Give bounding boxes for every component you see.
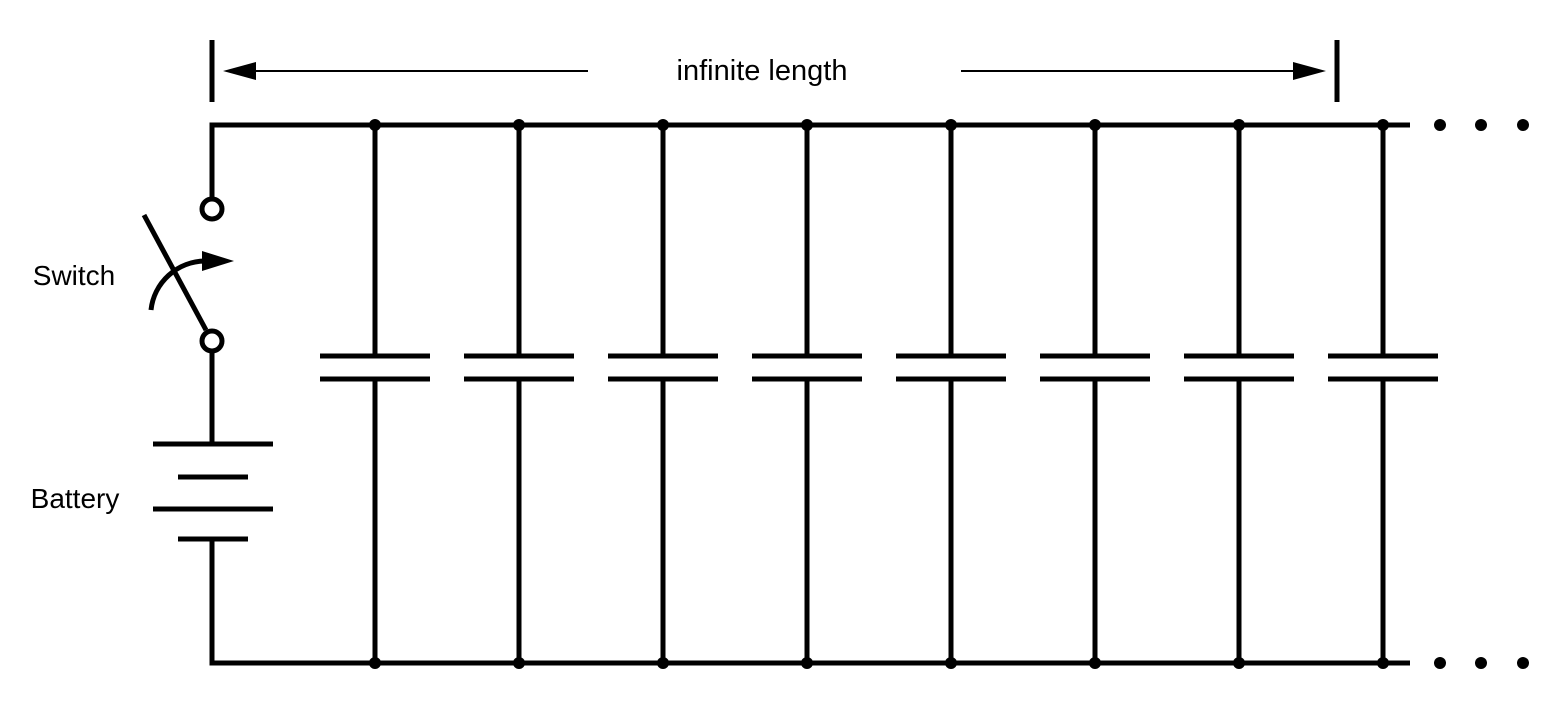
capacitor (608, 119, 718, 669)
capacitor (1040, 119, 1150, 669)
bottom-rail (209, 540, 1410, 666)
capacitor (896, 119, 1006, 669)
junction-dot (801, 119, 813, 131)
junction-dot (657, 657, 669, 669)
switch-top-terminal (199, 196, 225, 222)
battery-label: Battery (31, 483, 120, 514)
switch-arrow-icon (202, 251, 234, 271)
switch-bottom-terminal (199, 328, 225, 354)
junction-dot (369, 119, 381, 131)
junction-dot (1089, 657, 1101, 669)
right-arrowhead-icon (1293, 62, 1326, 80)
switch-motion-arc (148, 258, 206, 311)
continuation-dots-top (1434, 119, 1529, 131)
junction-dot (945, 657, 957, 669)
continuation-dots-bottom (1434, 657, 1529, 669)
capacitor (1184, 119, 1294, 669)
battery-symbol (153, 441, 273, 542)
junction-dot (657, 119, 669, 131)
junction-dot (1377, 657, 1389, 669)
length-dimension (209, 40, 1340, 102)
junction-dot (513, 119, 525, 131)
left-arrowhead-icon (223, 62, 256, 80)
length-label: infinite length (677, 55, 848, 87)
junction-dot (945, 119, 957, 131)
junction-dot (1233, 119, 1245, 131)
junction-dot (801, 657, 813, 669)
junction-dot (1377, 119, 1389, 131)
switch-label: Switch (33, 260, 115, 291)
junction-dot (1089, 119, 1101, 131)
capacitor (320, 119, 430, 669)
rails (209, 122, 1410, 666)
top-rail (209, 122, 1410, 208)
capacitor (464, 119, 574, 669)
junction-dot (369, 657, 381, 669)
capacitor-array (320, 119, 1438, 669)
switch-symbol (141, 196, 234, 444)
junction-dot (513, 657, 525, 669)
capacitor (752, 119, 862, 669)
capacitor (1328, 119, 1438, 669)
junction-dot (1233, 657, 1245, 669)
